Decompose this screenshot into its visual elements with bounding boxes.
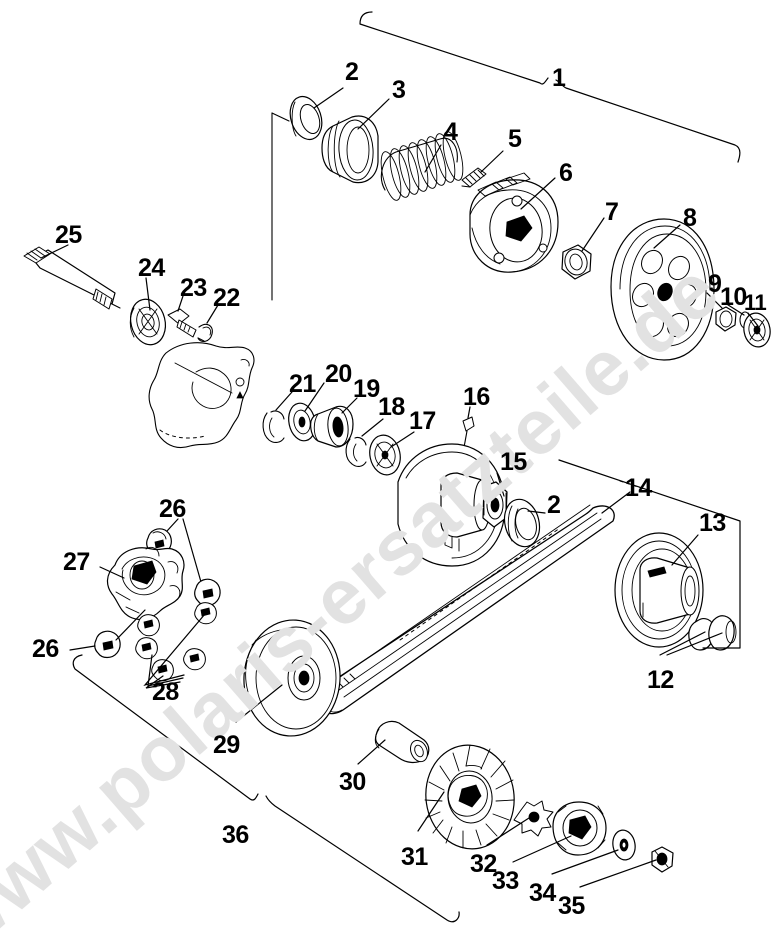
callout-21: 21 [289,370,316,398]
callout-20: 20 [325,360,352,388]
part-11-bearing [743,312,771,348]
callout-26b: 26 [32,635,59,663]
part-32-star-washer [513,800,554,837]
callout-17: 17 [409,407,436,435]
part-9-nut [715,306,737,332]
callout-9a: 9 [708,270,722,298]
callout-10: 10 [720,283,747,311]
callout-19: 19 [353,375,380,403]
callout-16: 16 [463,383,490,411]
callout-35: 35 [558,892,585,920]
part-22-washer-clip [197,323,213,343]
callout-31: 31 [401,843,428,871]
callout-8: 8 [683,204,697,232]
part-19-bushing [310,405,354,448]
callout-33: 33 [492,867,519,895]
part-28-slider-blocks [135,602,217,682]
part-12-bushings [688,615,737,651]
part-31-cooling-fan [424,744,515,850]
crankcase-cover [148,342,255,449]
part-29-drive-face [243,619,341,737]
part-27-ramp-plate [106,546,185,621]
part-5-pin [461,167,487,188]
callout-6: 6 [559,159,573,187]
part-8-clutch-drum [610,218,715,361]
callout-4: 4 [444,118,458,146]
callout-2a: 2 [345,58,359,86]
part-26b-roller-weight [94,630,121,659]
part-35-nut [651,846,674,873]
callout-14: 14 [625,474,652,502]
callout-26a: 26 [159,495,186,523]
callout-36: 36 [222,821,249,849]
callout-3: 3 [392,76,406,104]
part-6-clutch-shoe-carrier [469,172,559,273]
part-17-bearing [369,434,401,476]
callout-22: 22 [213,284,240,312]
callout-18: 18 [378,393,405,421]
part-24-bearing [129,298,167,346]
callout-23: 23 [180,274,207,302]
part-21-circlip [262,410,285,443]
callout-2b: 2 [547,491,561,519]
callout-24: 24 [138,254,165,282]
part-3-collar [321,115,379,184]
callout-27: 27 [63,548,90,576]
callout-29: 29 [213,731,240,759]
part-33-drive-plate [552,801,607,856]
callout-25: 25 [55,221,82,249]
callout-12: 12 [647,666,674,694]
part-25-drive-shaft [23,246,121,310]
part-34-washer [612,829,636,861]
part-2a-oil-seal [289,95,323,141]
part-7-hex-nut [561,244,592,280]
callout-15: 15 [500,448,527,476]
part-18-circlip [345,436,367,467]
bracket-group-1-left [271,112,290,301]
bracket-group-right [558,459,741,649]
bracket-group-1 [359,11,741,163]
callout-30: 30 [339,768,366,796]
callout-32: 32 [470,850,497,878]
callout-7: 7 [605,198,619,226]
part-13-driven-pulley [614,532,704,648]
callout-5: 5 [508,125,522,153]
part-30-spacer-collar [374,720,430,764]
callout-34: 34 [529,879,556,907]
part-26-roller-weight-right [194,578,221,607]
bracket-group-36 [72,654,460,923]
part-23-bolt [167,308,197,338]
callout-1: 1 [552,64,566,92]
callout-13: 13 [699,509,726,537]
part-15-nut [482,481,508,528]
driven-face-disc [397,443,506,567]
callout-11: 11 [744,290,767,315]
part-4-spring [380,131,464,201]
callout-28: 28 [152,678,179,706]
